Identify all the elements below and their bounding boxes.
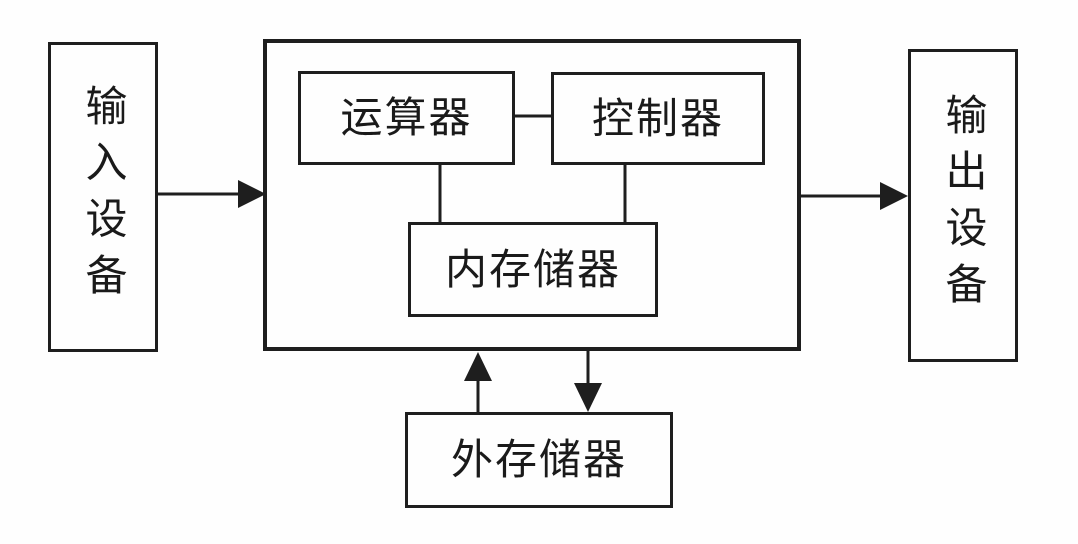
alu-label: 运算器 [340,93,473,142]
arrow-host-to-output [801,182,908,210]
arrowhead-down-icon [574,383,602,412]
arrowhead-up-icon [464,352,492,381]
control-unit-label: 控制器 [591,93,724,143]
internal-memory-box: 内存储器 [408,222,658,317]
input-device-label: 输入设备 [79,84,128,310]
internal-memory-label: 内存储器 [444,244,621,294]
alu-box: 运算器 [298,71,515,165]
arrow-host-to-external [574,351,602,412]
arrow-input-to-host [158,180,266,208]
external-memory-label: 外存储器 [450,435,627,484]
arrowhead-right-icon [238,180,266,208]
output-device-label: 输出设备 [939,92,988,319]
input-device-box: 输入设备 [48,42,158,352]
arrow-external-to-host [464,352,492,412]
arrowhead-right-icon [880,182,908,210]
control-unit-box: 控制器 [551,72,765,165]
external-memory-box: 外存储器 [405,412,673,508]
output-device-box: 输出设备 [908,49,1018,362]
